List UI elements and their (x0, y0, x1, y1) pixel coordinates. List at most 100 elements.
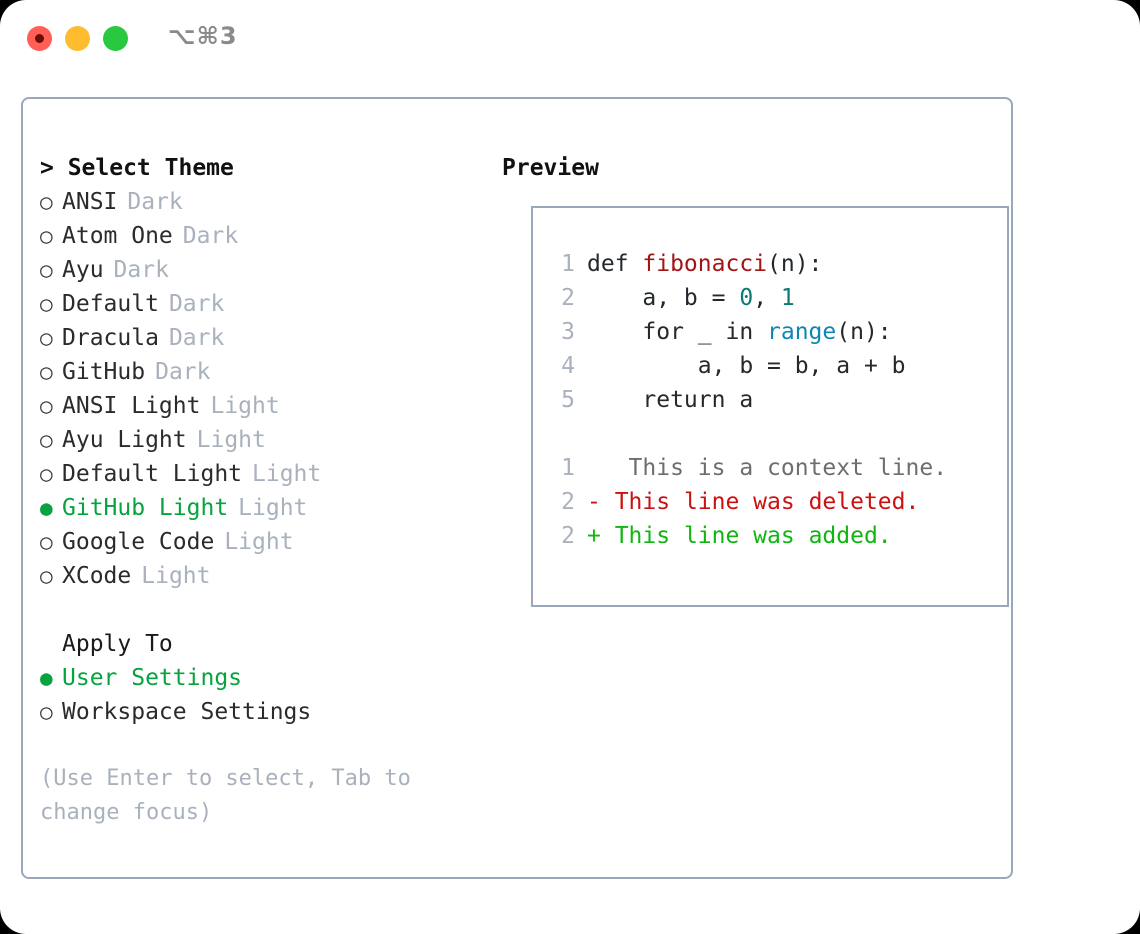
code-token-plain: , (753, 285, 781, 311)
theme-option-row[interactable]: ○ ANSI Light Light (40, 389, 480, 423)
code-token-plain: (n): (767, 251, 823, 277)
radio-unselected-icon: ○ (40, 190, 53, 214)
theme-option-label: Default Light (62, 461, 243, 487)
diff-line-number: 2 (561, 523, 575, 549)
theme-option-label: GitHub (62, 359, 146, 385)
theme-variant-tag: Light (141, 563, 211, 589)
keyboard-hint-text: (Use Enter to select, Tab to change focu… (40, 766, 425, 825)
theme-option-row[interactable]: ○ Default Light Light (40, 457, 480, 491)
window-title: ⌥⌘3 (168, 22, 238, 50)
minimize-window-button[interactable] (65, 26, 90, 51)
zoom-window-button[interactable] (103, 26, 128, 51)
close-window-button[interactable] (27, 26, 52, 51)
code-token-plain: a, b = b, a + b (587, 353, 906, 379)
theme-variant-tag: Light (238, 495, 308, 521)
theme-option-label: Default (62, 291, 159, 317)
theme-variant-tag: Light (196, 427, 266, 453)
theme-variant-tag: Dark (127, 189, 183, 215)
apply-to-option-row[interactable]: ○ Workspace Settings (40, 695, 480, 729)
theme-option-label: ANSI (62, 189, 118, 215)
code-line-number: 2 (561, 285, 575, 311)
theme-variant-tag: Dark (168, 291, 225, 317)
diff-marker (587, 451, 601, 485)
theme-option-label: Dracula (62, 325, 159, 351)
radio-unselected-icon: ○ (40, 462, 53, 486)
diff-block: 1 This is a context line. 2- This line wa… (547, 451, 1001, 553)
code-token-fn: fibonacci (642, 251, 768, 277)
radio-unselected-icon: ○ (40, 700, 53, 724)
theme-option-row[interactable]: ○ Ayu Light Light (40, 423, 480, 457)
radio-unselected-icon: ○ (40, 564, 53, 588)
code-token-plain: def (587, 251, 643, 277)
theme-option-row[interactable]: ○ Ayu Dark (40, 253, 480, 287)
spacer (40, 593, 480, 627)
theme-option-label: Google Code (62, 529, 215, 555)
theme-variant-tag: Light (224, 529, 294, 555)
code-token-num: 1 (780, 285, 795, 311)
theme-option-row[interactable]: ○ Google Code Light (40, 525, 480, 559)
code-token-plain: a, b = (587, 285, 740, 311)
theme-variant-tag: Dark (113, 257, 169, 283)
radio-unselected-icon: ○ (40, 428, 53, 452)
diff-line-number: 2 (561, 489, 575, 515)
diff-line: 2- This line was deleted. (547, 485, 1001, 519)
theme-variant-tag: Dark (155, 359, 211, 385)
title-bar: ⌥⌘3 (0, 0, 1140, 78)
radio-selected-icon: ● (40, 496, 53, 520)
traffic-light-group (27, 26, 128, 51)
code-line-number: 4 (561, 353, 575, 379)
theme-option-label: XCode (62, 563, 132, 589)
code-line: 1 def fibonacci(n): (547, 247, 1001, 281)
radio-unselected-icon: ○ (40, 360, 53, 384)
radio-unselected-icon: ○ (40, 326, 53, 350)
diff-line-text: This line was added. (600, 523, 892, 549)
theme-option-row[interactable]: ○ Default Dark (40, 287, 480, 321)
theme-variant-tag: Light (252, 461, 322, 487)
code-token-plain: for _ in (587, 319, 768, 345)
select-theme-heading: > Select Theme (40, 155, 234, 181)
apply-to-heading: Apply To (62, 631, 173, 657)
diff-marker: - (587, 489, 601, 515)
code-line-text: def fibonacci(n): (587, 247, 822, 281)
code-line-number: 1 (561, 251, 575, 277)
theme-option-label: Ayu (62, 257, 104, 283)
radio-unselected-icon: ○ (40, 394, 53, 418)
radio-unselected-icon: ○ (40, 224, 53, 248)
theme-variant-tag: Light (210, 393, 280, 419)
code-line-text: a, b = b, a + b (587, 349, 906, 383)
apply-to-option-list: ●User Settings ○ Workspace Settings (40, 661, 480, 729)
diff-marker: + (587, 523, 601, 549)
diff-line-text: This is a context line. (600, 455, 948, 481)
theme-variant-tag: Dark (182, 223, 239, 249)
code-line: 2 a, b = 0, 1 (547, 281, 1001, 315)
radio-selected-icon: ● (40, 666, 53, 690)
apply-to-option-row[interactable]: ●User Settings (40, 661, 480, 695)
theme-option-row[interactable]: ○ Dracula Dark (40, 321, 480, 355)
radio-unselected-icon: ○ (40, 530, 53, 554)
code-token-call: range (767, 319, 837, 345)
diff-line-number: 1 (561, 455, 575, 481)
theme-option-row[interactable]: ○ ANSI Dark (40, 185, 480, 219)
theme-option-label: Ayu Light (62, 427, 187, 453)
theme-variant-tag: Dark (168, 325, 225, 351)
apply-to-option-label: Workspace Settings (62, 699, 312, 725)
code-line: 3 for _ in range(n): (547, 315, 1001, 349)
code-line: 4 a, b = b, a + b (547, 349, 1001, 383)
theme-option-row[interactable]: ○ XCode Light (40, 559, 480, 593)
code-line-text: for _ in range(n): (587, 315, 891, 349)
theme-option-label: ANSI Light (62, 393, 201, 419)
radio-unselected-icon: ○ (40, 258, 53, 282)
theme-option-row[interactable]: ○ GitHub Dark (40, 355, 480, 389)
code-line-text: a, b = 0, 1 (587, 281, 795, 315)
radio-unselected-icon: ○ (40, 292, 53, 316)
